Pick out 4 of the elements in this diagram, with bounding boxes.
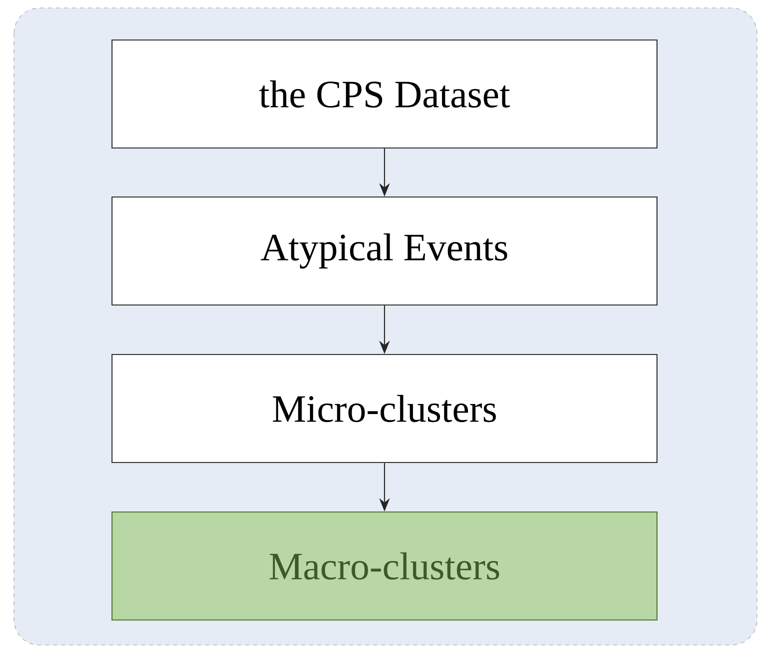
process-box: the CPS Dataset [111, 39, 658, 149]
process-box: Micro-clusters [111, 354, 658, 464]
process-box: Macro-clusters [111, 511, 658, 621]
process-box: Atypical Events [111, 196, 658, 306]
